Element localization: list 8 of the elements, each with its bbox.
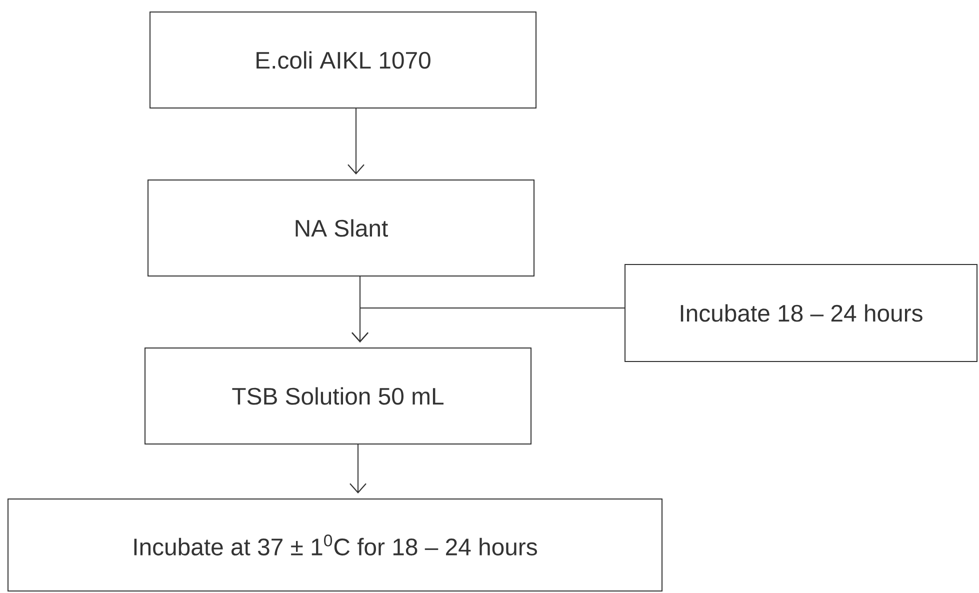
arrow [348, 108, 364, 174]
process-box: NA Slant [148, 180, 534, 276]
arrow [350, 444, 366, 494]
arrow [352, 308, 625, 342]
process-box: E.coli AIKL 1070 [150, 12, 536, 108]
process-box: Incubate at 37 ± 1$^{0}$C for 18 – 24 hours [8, 498, 662, 592]
process-box: TSB Solution 50 mL [144, 348, 532, 444]
process-box: Incubate 18 – 24 hours [624, 264, 978, 362]
